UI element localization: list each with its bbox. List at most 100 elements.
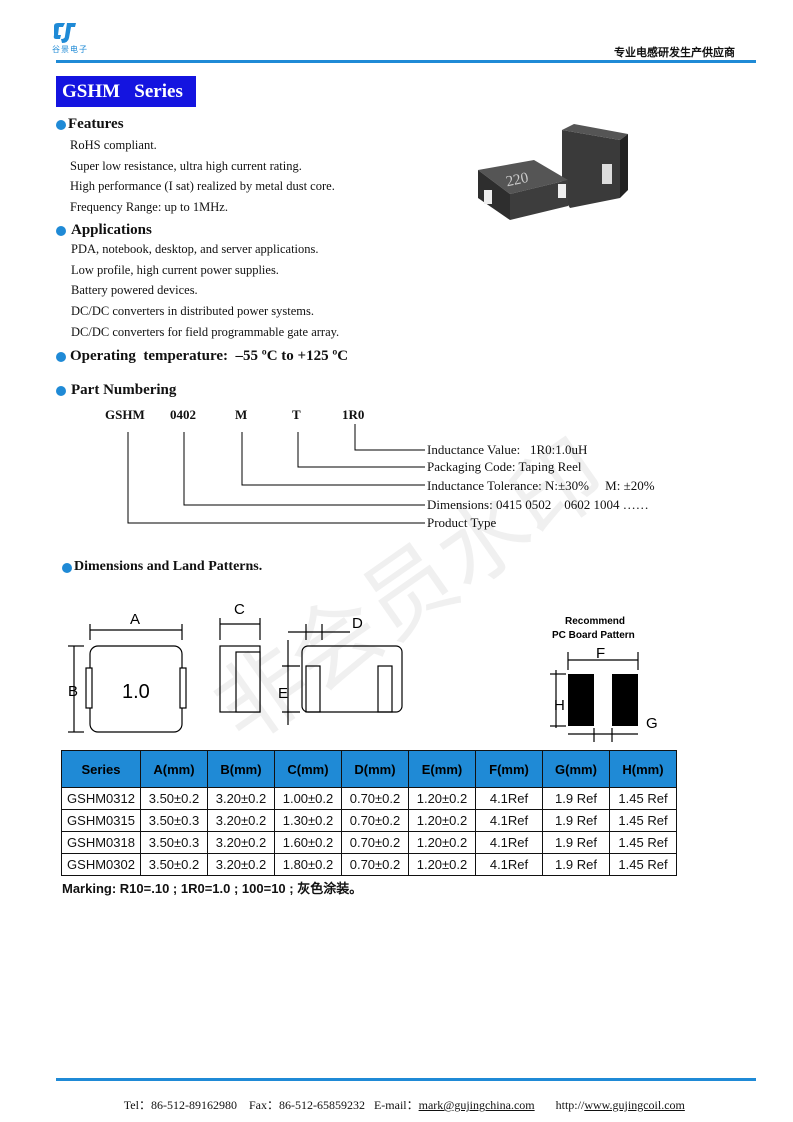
application-item: DC/DC converters for field programmable … xyxy=(71,325,340,339)
dimensions-bullet xyxy=(62,563,72,573)
company-tagline: 专业电感研发生产供应商 xyxy=(614,47,735,59)
pn-code-tolerance: M xyxy=(235,407,248,422)
operating-temperature: Operating temperature: –55 ºC to +125 ºC xyxy=(70,348,349,364)
pn-code-type: GSHM xyxy=(105,407,145,422)
table-cell: 1.20±0.2 xyxy=(408,853,476,876)
footer-web-link[interactable]: www.gujingcoil.com xyxy=(584,1098,685,1112)
table-cell: 1.9 Ref xyxy=(542,853,610,876)
table-cell: 3.20±0.2 xyxy=(207,853,275,876)
table-cell: 3.20±0.2 xyxy=(207,787,275,810)
application-item: Battery powered devices. xyxy=(71,283,198,297)
label-e: E xyxy=(278,685,288,702)
footer-tel: Tel：86-512-89162980 xyxy=(123,1098,237,1112)
pcb-pattern-label: PC Board Pattern xyxy=(552,630,635,641)
table-row: GSHM0312 3.50±0.2 3.20±0.2 1.00±0.2 0.70… xyxy=(61,787,677,810)
label-h: H xyxy=(554,697,565,714)
application-item: Low profile, high current power supplies… xyxy=(71,263,279,277)
table-cell: 1.60±0.2 xyxy=(274,831,342,854)
table-cell: 1.30±0.2 xyxy=(274,809,342,832)
series-title: GSHM Series xyxy=(56,76,196,107)
legend-product-type: Product Type xyxy=(427,515,497,530)
footer-contact: Tel：86-512-89162980 Fax：86-512-65859232 … xyxy=(118,1081,685,1113)
table-cell: 3.50±0.3 xyxy=(140,831,208,854)
table-cell: 3.20±0.2 xyxy=(207,831,275,854)
table-cell: 1.45 Ref xyxy=(609,831,677,854)
features-bullet xyxy=(56,120,66,130)
dimensions-table: Series A(mm) B(mm) C(mm) D(mm) E(mm) F(m… xyxy=(61,750,677,876)
table-cell: 3.50±0.2 xyxy=(140,787,208,810)
part-numbering-leaders xyxy=(127,424,425,524)
header-rule xyxy=(56,60,756,63)
table-header: Series xyxy=(61,750,141,788)
application-item: PDA, notebook, desktop, and server appli… xyxy=(71,242,319,256)
table-cell: 4.1Ref xyxy=(475,831,543,854)
feature-item: Frequency Range: up to 1MHz. xyxy=(70,200,228,214)
features-title: Features xyxy=(68,116,124,132)
footer-fax: Fax：86-512-65859232 xyxy=(248,1098,365,1112)
legend-tolerance: Inductance Tolerance: N:±30% M: ±20% xyxy=(427,478,655,493)
part-numbering-bullet xyxy=(56,386,66,396)
table-cell: GSHM0302 xyxy=(61,853,141,876)
table-cell: 0.70±0.2 xyxy=(341,853,409,876)
label-b: B xyxy=(68,683,78,700)
table-cell: 0.70±0.2 xyxy=(341,809,409,832)
table-row: GSHM0318 3.50±0.3 3.20±0.2 1.60±0.2 0.70… xyxy=(61,831,677,854)
table-cell: 1.9 Ref xyxy=(542,831,610,854)
feature-item: Super low resistance, ultra high current… xyxy=(70,159,302,173)
table-cell: 1.20±0.2 xyxy=(408,831,476,854)
product-marking: 220 xyxy=(505,170,530,190)
legend-packaging: Packaging Code: Taping Reel xyxy=(427,459,582,474)
table-cell: 1.00±0.2 xyxy=(274,787,342,810)
table-header: C(mm) xyxy=(274,750,342,788)
dimension-drawing: A B C D E F G H 1.0 Recommend PC Board P… xyxy=(68,601,658,742)
temp-bullet xyxy=(56,352,66,362)
part-numbering-title: Part Numbering xyxy=(71,382,177,398)
table-cell: 1.45 Ref xyxy=(609,787,677,810)
table-cell: 1.45 Ref xyxy=(609,853,677,876)
logo-text: 谷景电子 xyxy=(52,45,88,54)
label-f: F xyxy=(596,645,605,662)
application-item: DC/DC converters in distributed power sy… xyxy=(71,304,315,318)
table-header: A(mm) xyxy=(140,750,208,788)
table-cell: GSHM0312 xyxy=(61,787,141,810)
label-c: C xyxy=(234,601,245,618)
footer-email-link[interactable]: mark@gujingchina.com xyxy=(418,1098,535,1112)
table-row: GSHM0315 3.50±0.3 3.20±0.2 1.30±0.2 0.70… xyxy=(61,809,677,832)
table-cell: 0.70±0.2 xyxy=(341,787,409,810)
label-g: G xyxy=(646,715,658,732)
pn-code-inductance: 1R0 xyxy=(342,407,365,422)
table-cell: 3.50±0.3 xyxy=(140,809,208,832)
table-header: E(mm) xyxy=(408,750,476,788)
table-cell: 1.9 Ref xyxy=(542,809,610,832)
legend-dimensions: Dimensions: 0415 0502 0602 1004 …… xyxy=(427,497,649,512)
feature-item: RoHS compliant. xyxy=(70,138,157,152)
table-cell: 1.45 Ref xyxy=(609,809,677,832)
pn-code-dimensions: 0402 xyxy=(170,407,196,422)
legend-inductance: Inductance Value: 1R0:1.0uH xyxy=(427,442,588,457)
label-a: A xyxy=(130,611,140,628)
applications-title: Applications xyxy=(71,222,152,238)
dimensions-title: Dimensions and Land Patterns. xyxy=(74,559,263,574)
applications-bullet xyxy=(56,226,66,236)
table-header-row: Series A(mm) B(mm) C(mm) D(mm) E(mm) F(m… xyxy=(61,750,677,788)
table-cell: 1.9 Ref xyxy=(542,787,610,810)
label-d: D xyxy=(352,615,363,632)
table-cell: 3.20±0.2 xyxy=(207,809,275,832)
company-logo xyxy=(52,22,78,44)
pn-code-packaging: T xyxy=(292,407,301,422)
table-cell: 1.20±0.2 xyxy=(408,787,476,810)
table-header: F(mm) xyxy=(475,750,543,788)
table-cell: 0.70±0.2 xyxy=(341,831,409,854)
footer-email-label: E-mail： xyxy=(373,1098,419,1112)
table-row: GSHM0302 3.50±0.2 3.20±0.2 1.80±0.2 0.70… xyxy=(61,853,677,876)
recommend-label: Recommend xyxy=(565,616,625,627)
table-cell: 1.80±0.2 xyxy=(274,853,342,876)
table-cell: 4.1Ref xyxy=(475,787,543,810)
table-header: B(mm) xyxy=(207,750,275,788)
label-value: 1.0 xyxy=(122,681,150,703)
table-cell: 1.20±0.2 xyxy=(408,809,476,832)
feature-item: High performance (I sat) realized by met… xyxy=(70,179,335,193)
table-cell: GSHM0315 xyxy=(61,809,141,832)
table-cell: 4.1Ref xyxy=(475,809,543,832)
table-header: H(mm) xyxy=(609,750,677,788)
